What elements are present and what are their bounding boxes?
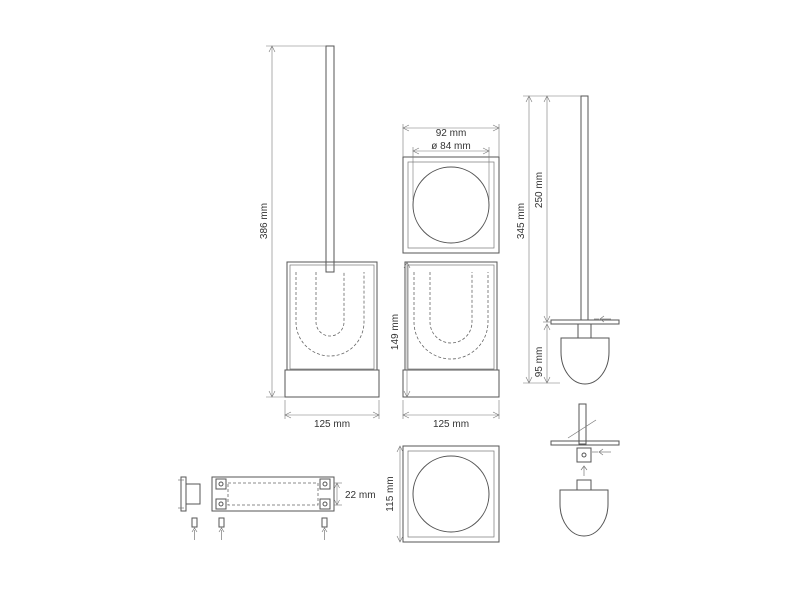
exploded-stem [578, 403, 587, 445]
dim-149: 149 mm [390, 314, 401, 350]
brush-exploded-view [550, 403, 620, 537]
dim-250: 250 mm [534, 172, 545, 208]
dim-386: 386 mm [259, 203, 270, 239]
exploded-collar [576, 447, 592, 463]
bracket-hole-br [319, 498, 331, 510]
brush-head-hidden [295, 272, 365, 357]
bracket-hole-bl [215, 498, 227, 510]
wall-mount: 22 mm [178, 476, 376, 540]
exploded-cut-line [567, 419, 597, 439]
container-base [284, 369, 380, 398]
bracket-side-block [185, 483, 201, 505]
dim-95: 95 mm [534, 347, 545, 378]
brush-collar [577, 323, 592, 339]
bottom-view-outer [402, 445, 500, 543]
screw-3 [321, 517, 328, 528]
bracket-front [211, 476, 335, 512]
dim-92: 92 mm [436, 128, 467, 139]
screw-2 [218, 517, 225, 528]
screw-1 [191, 517, 198, 528]
dim-125-left: 125 mm [314, 419, 350, 430]
dim-22: 22 mm [345, 490, 376, 501]
top-view-inner [407, 161, 495, 249]
brush-handle [325, 45, 335, 273]
exploded-disc [550, 440, 620, 446]
brush-head [560, 337, 610, 385]
assembled-front-view: 386 mm 125 mm [259, 45, 380, 430]
glass-front [404, 261, 498, 371]
top-view-outer [402, 156, 500, 254]
bracket-hidden [227, 482, 319, 506]
bracket-side-plate [180, 476, 187, 512]
glass-front-inner [407, 264, 495, 370]
container-base-front [402, 369, 500, 398]
bracket-hole-tl [215, 478, 227, 490]
bottom-view-circle [412, 455, 490, 533]
glass-container [286, 261, 378, 371]
brush-head-inner-hidden [315, 272, 345, 337]
container-hidden-outer [413, 272, 489, 360]
dim-345: 345 mm [516, 203, 527, 239]
exploded-plug [576, 479, 592, 491]
exploded-head [559, 489, 609, 537]
top-view: 92 mm ø 84 mm [402, 124, 500, 254]
bottom-view: 115 mm [385, 445, 500, 543]
container-hidden-inner [429, 272, 473, 344]
bracket-hole-tr [319, 478, 331, 490]
dim-115: 115 mm [385, 476, 396, 511]
dim-84: ø 84 mm [431, 141, 470, 152]
top-view-circle [412, 166, 490, 244]
brush-side-view: 345 mm 250 mm 95 mm [516, 95, 620, 385]
glass-inner-edge [289, 264, 375, 370]
container-front-view: 149 mm 125 mm [390, 261, 500, 430]
bottom-view-inner [407, 450, 495, 538]
brush-disc [550, 319, 620, 325]
brush-stem [580, 95, 589, 321]
dim-125-right: 125 mm [433, 419, 469, 430]
